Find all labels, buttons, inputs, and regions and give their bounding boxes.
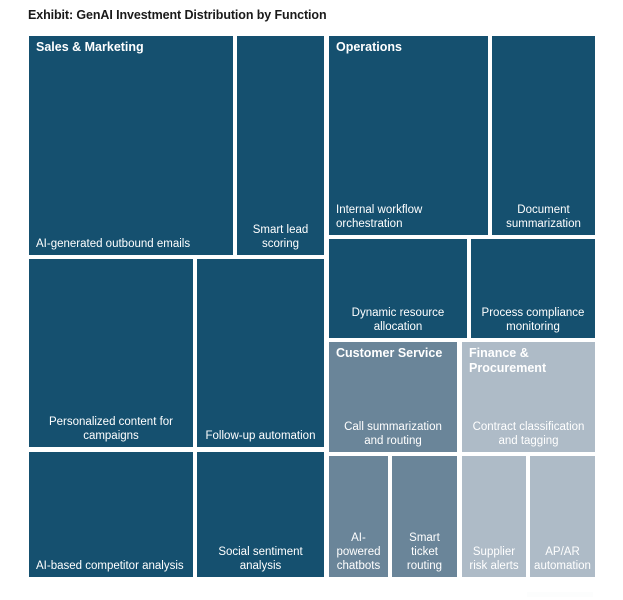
- treemap-tile-label: Supplier risk alerts: [469, 546, 519, 572]
- treemap-tile-smart-lead-scoring[interactable]: Smart lead scoring: [236, 35, 325, 256]
- treemap-tile-label: Document summarization: [506, 204, 581, 230]
- treemap-tile-label: AI-based competitor analysis: [36, 560, 184, 572]
- treemap-tile-dynamic-resource-allocation[interactable]: Dynamic resource allocation: [328, 238, 468, 339]
- treemap-tile-document-summarization[interactable]: Document summarization: [491, 35, 596, 236]
- treemap-tile-personalized-content-for-campaigns[interactable]: Personalized content for campaigns: [28, 258, 194, 448]
- treemap-group-header-finance-and-procurement: Finance & Procurement: [469, 346, 547, 375]
- treemap-tile-label: Internal workflow orchestration: [336, 204, 423, 230]
- treemap-tile-follow-up-automation[interactable]: Follow-up automation: [196, 258, 325, 448]
- treemap-tile-label: Process compliance monitoring: [481, 307, 585, 333]
- treemap-tile-ap-ar-automation[interactable]: AP/AR automation: [529, 455, 596, 578]
- treemap-tile-smart-ticket-routing[interactable]: Smart ticket routing: [391, 455, 458, 578]
- treemap-group-header-sales-and-marketing: Sales & Marketing: [36, 40, 144, 54]
- page-title: Exhibit: GenAI Investment Distribution b…: [28, 8, 327, 22]
- treemap-tile-process-compliance-monitoring[interactable]: Process compliance monitoring: [470, 238, 596, 339]
- treemap-tile-label: Personalized content for campaigns: [48, 416, 174, 442]
- treemap-tile-ai-based-competitor-analysis[interactable]: AI-based competitor analysis: [28, 451, 194, 578]
- treemap-group-header-customer-service: Customer Service: [336, 346, 443, 360]
- treemap-tile-label: Social sentiment analysis: [218, 546, 303, 572]
- treemap-tile-ai-powered-chatbots[interactable]: AI-powered chatbots: [328, 455, 389, 578]
- treemap-tile-label: AI-generated outbound emails: [36, 238, 191, 250]
- treemap-tile-label: AI-powered chatbots: [336, 532, 381, 572]
- treemap-tile-social-sentiment-analysis[interactable]: Social sentiment analysis: [196, 451, 325, 578]
- treemap-tile-label: Smart ticket routing: [406, 532, 443, 572]
- treemap-tile-label: Dynamic resource allocation: [351, 307, 445, 333]
- treemap-tile-label: Contract classification and tagging: [472, 421, 585, 447]
- treemap-tile-label: Follow-up automation: [205, 430, 316, 442]
- footer-artifact: [527, 592, 593, 597]
- treemap-tile-label: Call summarization and routing: [344, 421, 442, 447]
- treemap-tile-label: AP/AR automation: [534, 546, 591, 572]
- treemap-tile-supplier-risk-alerts[interactable]: Supplier risk alerts: [461, 455, 527, 578]
- treemap-group-header-operations: Operations: [336, 40, 402, 54]
- treemap-tile-label: Smart lead scoring: [252, 224, 309, 250]
